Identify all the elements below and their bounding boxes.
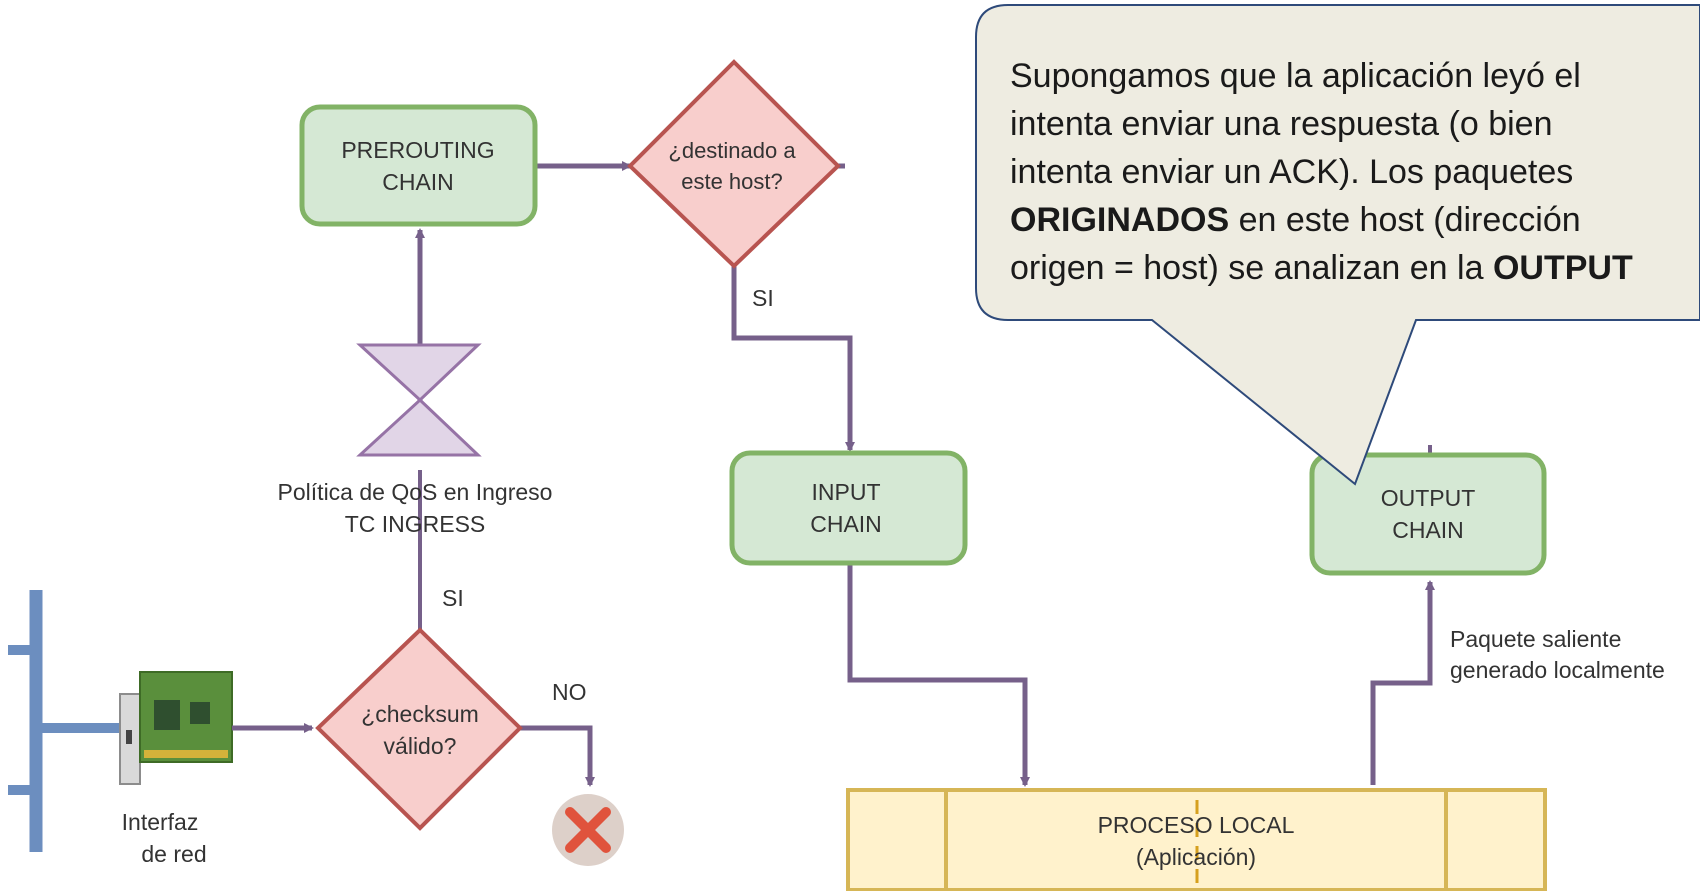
input-label-1: INPUT xyxy=(812,479,881,505)
interfaz-label-2: de red xyxy=(141,841,206,867)
si-destino-label: SI xyxy=(752,285,774,311)
prerouting-chain: PREROUTING CHAIN xyxy=(299,104,538,227)
interfaz-label-1: Interfaz xyxy=(122,809,199,835)
network-bus xyxy=(8,590,120,852)
output-chain: OUTPUT CHAIN xyxy=(1309,445,1547,576)
callout-line-4: ORIGINADOS en este host (dirección xyxy=(1010,196,1700,244)
no-checksum-label: NO xyxy=(552,679,587,705)
process-label-1: PROCESO LOCAL xyxy=(1098,812,1295,838)
prerouting-label-1: PREROUTING xyxy=(341,137,494,163)
checksum-label-1: ¿checksum xyxy=(361,701,479,727)
prerouting-label-2: CHAIN xyxy=(382,169,454,195)
checksum-decision: ¿checksum válido? xyxy=(315,627,523,831)
network-card-icon xyxy=(119,671,233,785)
callout-line-2: intenta enviar una respuesta (o bien xyxy=(1010,105,1553,143)
saliente-label-2: generado localmente xyxy=(1450,657,1665,683)
connectors xyxy=(232,161,1435,787)
callout-output: OUTPUT xyxy=(1492,249,1633,287)
callout-line-1: Supongamos que la aplicación leyó el xyxy=(1010,57,1581,95)
process-local-box: PROCESO LOCAL (Aplicación) xyxy=(846,788,1547,891)
qos-label-2: TC INGRESS xyxy=(345,511,486,537)
qos-hourglass-icon xyxy=(356,343,482,457)
destinado-decision: ¿destinado a este host? xyxy=(627,59,841,269)
callout-line-5-pre: origen = host) se analizan en la xyxy=(1010,249,1493,287)
callout-line-4-rest: en este host (dirección xyxy=(1229,201,1581,239)
drop-x-icon xyxy=(552,794,624,866)
saliente-label-1: Paquete saliente xyxy=(1450,626,1621,652)
callout-line-5: origen = host) se analizan en la OUTPUT xyxy=(1010,244,1700,292)
callout-line-3: intenta enviar un ACK). Los paquetes xyxy=(1010,153,1574,191)
process-label-2: (Aplicación) xyxy=(1136,844,1256,870)
si-checksum-label: SI xyxy=(442,585,464,611)
callout-originados: ORIGINADOS xyxy=(1010,201,1230,239)
callout-text: Supongamos que la aplicación leyó el int… xyxy=(1010,52,1700,292)
destinado-label-1: ¿destinado a xyxy=(668,138,796,163)
destinado-label-2: este host? xyxy=(681,169,783,194)
qos-label-1: Política de QoS en Ingreso xyxy=(278,479,553,505)
input-label-2: CHAIN xyxy=(810,511,882,537)
input-chain: INPUT CHAIN xyxy=(729,450,968,566)
output-label-2: CHAIN xyxy=(1392,517,1464,543)
output-label-1: OUTPUT xyxy=(1381,485,1476,511)
checksum-label-2: válido? xyxy=(384,733,457,759)
callout-bubble xyxy=(975,4,1700,486)
